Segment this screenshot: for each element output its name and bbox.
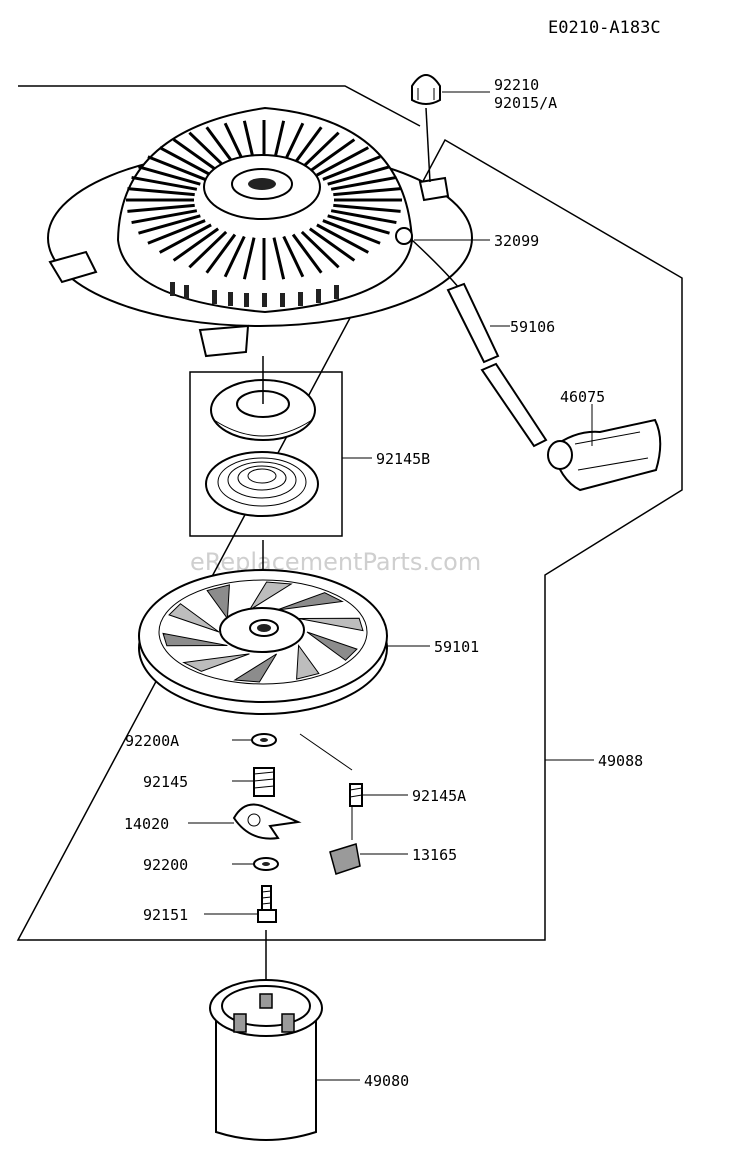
reel-vane bbox=[248, 581, 293, 611]
spring-cover[interactable] bbox=[210, 379, 316, 441]
vent-slat bbox=[127, 187, 195, 197]
guide[interactable] bbox=[329, 843, 361, 875]
callout-rope: 59106 bbox=[510, 318, 555, 336]
vent-slat bbox=[327, 214, 390, 235]
vent-slat bbox=[327, 165, 390, 186]
spring-a[interactable] bbox=[349, 783, 363, 840]
callout-washer-a: 92200A bbox=[125, 732, 179, 750]
vent-slat bbox=[322, 155, 381, 181]
reel-vane bbox=[298, 617, 364, 632]
vent-slat bbox=[172, 138, 220, 173]
washer[interactable] bbox=[253, 857, 279, 871]
callout-spring: 92145 bbox=[143, 773, 188, 791]
starter-handle[interactable] bbox=[547, 418, 662, 492]
vent-slat bbox=[223, 235, 246, 278]
vent-slat bbox=[282, 235, 305, 278]
cap-nut-leader bbox=[425, 107, 431, 183]
vent-slat bbox=[300, 230, 340, 269]
vent-slat bbox=[205, 233, 237, 274]
reel-vane bbox=[233, 653, 278, 683]
callout-washer: 92200 bbox=[143, 856, 188, 874]
vent-slat bbox=[330, 175, 397, 191]
callout-cap: 92210 bbox=[494, 76, 539, 94]
vent-slat bbox=[188, 230, 228, 269]
reel-vane bbox=[276, 592, 344, 611]
diagram-code: E0210-A183C bbox=[548, 18, 661, 38]
starter-rope[interactable] bbox=[411, 239, 548, 448]
callout-ratchet: 14020 bbox=[124, 815, 169, 833]
callout-spring-assy: 92145B bbox=[376, 450, 430, 468]
vent-slat bbox=[308, 138, 356, 173]
reel-vane bbox=[162, 632, 228, 647]
reel-vane bbox=[168, 603, 220, 633]
vent-slat bbox=[205, 126, 237, 167]
vent-slat bbox=[291, 126, 323, 167]
vent-slat bbox=[333, 187, 401, 197]
starter-reel[interactable] bbox=[138, 569, 388, 715]
reel-vane bbox=[306, 631, 358, 661]
spring-assy-box bbox=[189, 371, 343, 537]
ratchet[interactable] bbox=[232, 803, 302, 840]
spring-a-leader bbox=[299, 733, 353, 771]
vent-slat bbox=[300, 131, 340, 170]
washer-a[interactable] bbox=[251, 733, 277, 747]
vent-slat bbox=[147, 155, 206, 181]
recoil-spring[interactable] bbox=[205, 451, 319, 517]
callout-bolt: 92151 bbox=[143, 906, 188, 924]
reel-vane bbox=[206, 584, 230, 620]
vent-slat bbox=[138, 214, 201, 235]
reel-vane bbox=[296, 644, 320, 680]
vent-slat bbox=[158, 223, 212, 254]
spring-small[interactable] bbox=[253, 767, 275, 797]
callout-reel: 59101 bbox=[434, 638, 479, 656]
vent-slat bbox=[138, 165, 201, 186]
vent-slat bbox=[158, 146, 212, 177]
vent-slat bbox=[316, 223, 370, 254]
vent-slat bbox=[242, 237, 256, 280]
vent-slat bbox=[291, 233, 323, 274]
starter-cup[interactable] bbox=[209, 979, 323, 1141]
vent-slat bbox=[147, 219, 206, 245]
callout-spring-a: 92145A bbox=[412, 787, 466, 805]
bolt[interactable] bbox=[257, 885, 277, 923]
callout-cap-alt: 92015/A bbox=[494, 94, 557, 112]
callout-cup: 49080 bbox=[364, 1072, 409, 1090]
vent-slat bbox=[172, 227, 220, 262]
vent-slat bbox=[131, 175, 198, 191]
vent-slat bbox=[127, 203, 195, 213]
callout-handle: 46075 bbox=[560, 388, 605, 406]
callout-starter-assy: 49088 bbox=[598, 752, 643, 770]
leader-lines bbox=[188, 91, 594, 1081]
recoil-housing[interactable] bbox=[47, 106, 473, 358]
callout-housing: 32099 bbox=[494, 232, 539, 250]
cap-nut[interactable] bbox=[411, 74, 441, 105]
vent-slat bbox=[330, 209, 397, 225]
vent-slat bbox=[316, 146, 370, 177]
assembly-outline bbox=[16, 85, 683, 941]
reel-vane bbox=[182, 653, 250, 672]
vent-slat bbox=[333, 203, 401, 213]
vent-slat bbox=[308, 227, 356, 262]
vent-slat bbox=[272, 237, 286, 280]
vent-slat bbox=[188, 131, 228, 170]
vent-slat bbox=[131, 209, 198, 225]
vent-slat bbox=[282, 122, 305, 165]
callout-guide: 13165 bbox=[412, 846, 457, 864]
vent-slat bbox=[322, 219, 381, 245]
